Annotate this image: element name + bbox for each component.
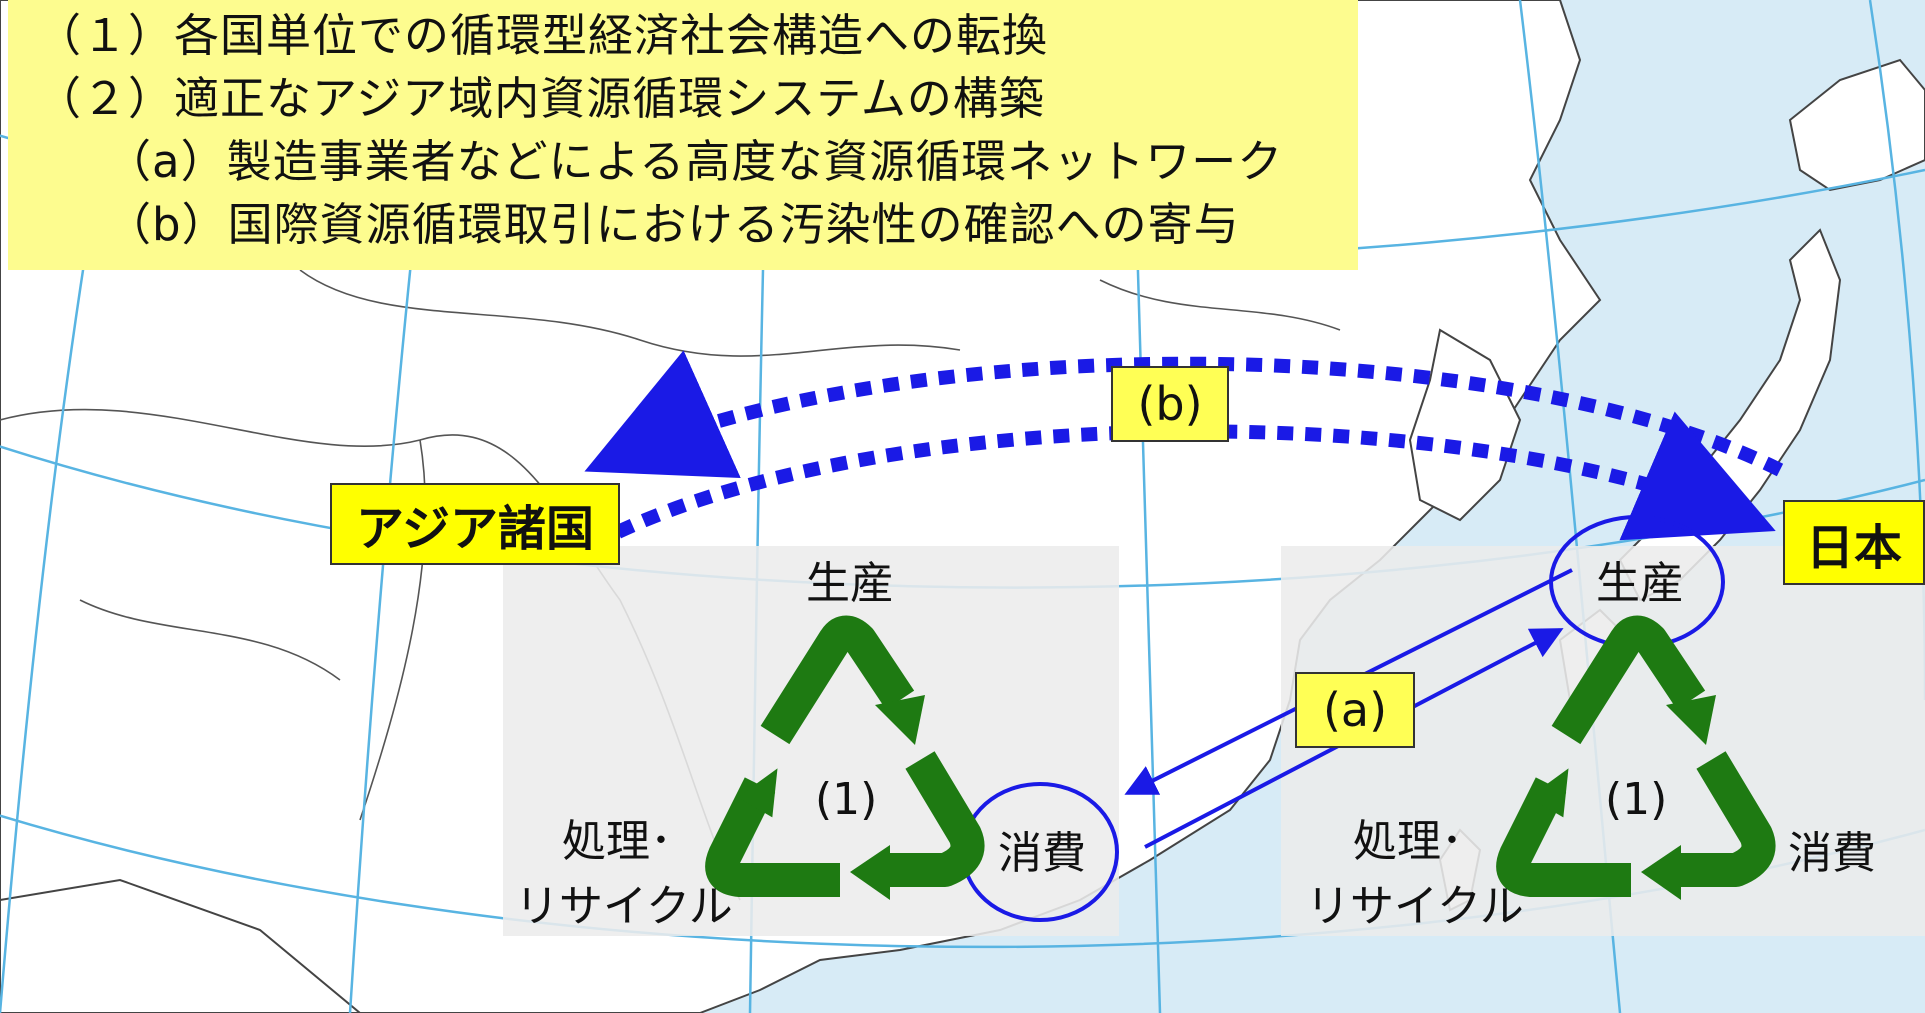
asia-treatment-label-2: リサイクル	[515, 881, 733, 932]
legend-line-1: （１）各国単位での循環型経済社会構造への転換	[36, 9, 1049, 62]
japan-cycle-number: (1)	[1605, 774, 1668, 825]
asia-consumption-label: 消費	[998, 828, 1086, 879]
japan-label: 日本	[1783, 500, 1925, 585]
japan-consumption-label: 消費	[1788, 828, 1876, 879]
asia-production-label: 生産	[806, 558, 894, 609]
japan-treatment-label-2: リサイクル	[1306, 881, 1524, 932]
japan-production-label: 生産	[1596, 558, 1684, 609]
asia-countries-label: アジア諸国	[330, 483, 620, 565]
a-link-tag: (a)	[1295, 672, 1415, 748]
peninsula-coast	[0, 878, 362, 1013]
b-link-tag: (b)	[1111, 366, 1229, 442]
legend-line-2: （２）適正なアジア域内資源循環システムの構築	[36, 72, 1045, 125]
legend-line-3: （a）製造事業者などによる高度な資源循環ネットワーク	[106, 135, 1284, 188]
japan-treatment-label-1: 処理･	[1353, 816, 1463, 867]
country-borders	[0, 269, 1341, 901]
legend-box: （１）各国単位での循環型経済社会構造への転換 （２）適正なアジア域内資源循環シス…	[8, 0, 1358, 270]
asia-treatment-label-1: 処理･	[562, 816, 672, 867]
asia-cycle-number: (1)	[815, 774, 878, 825]
legend-line-4: （b）国際資源循環取引における汚染性の確認への寄与	[106, 198, 1240, 251]
